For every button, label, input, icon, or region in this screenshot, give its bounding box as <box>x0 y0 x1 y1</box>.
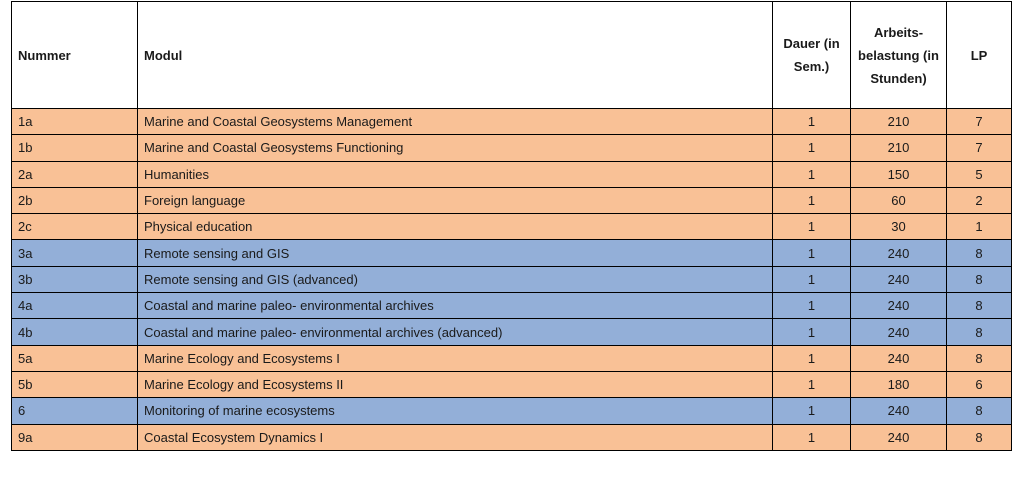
cell-lp: 7 <box>946 134 1012 162</box>
cell-nummer: 2c <box>11 213 138 241</box>
cell-dauer: 1 <box>772 397 851 425</box>
cell-dauer: 1 <box>772 344 851 372</box>
cell-dauer: 1 <box>772 186 851 215</box>
module-table: Nummer Modul Dauer (in Sem.) Arbeits-bel… <box>11 1 1012 451</box>
cell-modul: Marine Ecology and Ecosystems I <box>137 344 773 372</box>
cell-lp: 8 <box>946 292 1012 320</box>
cell-stunden: 150 <box>850 160 947 188</box>
cell-nummer: 1b <box>11 134 138 162</box>
cell-dauer: 1 <box>772 134 851 162</box>
cell-modul: Humanities <box>137 160 773 188</box>
cell-modul: Remote sensing and GIS <box>137 239 773 267</box>
cell-nummer: 5b <box>11 370 138 399</box>
cell-lp: 6 <box>946 370 1012 399</box>
cell-dauer: 1 <box>772 107 851 136</box>
cell-stunden: 240 <box>850 318 947 346</box>
cell-dauer: 1 <box>772 265 851 294</box>
cell-lp: 5 <box>946 160 1012 188</box>
cell-modul: Remote sensing and GIS (advanced) <box>137 265 773 294</box>
header-modul: Modul <box>137 1 773 109</box>
cell-modul: Coastal and marine paleo- environmental … <box>137 292 773 320</box>
header-arbeitsbelastung: Arbeits-belastung (in Stunden) <box>850 1 947 109</box>
cell-nummer: 1a <box>11 107 138 136</box>
cell-stunden: 30 <box>850 213 947 241</box>
cell-stunden: 240 <box>850 397 947 425</box>
cell-dauer: 1 <box>772 213 851 241</box>
cell-nummer: 6 <box>11 397 138 425</box>
cell-lp: 2 <box>946 186 1012 215</box>
cell-modul: Monitoring of marine ecosystems <box>137 397 773 425</box>
cell-modul: Coastal Ecosystem Dynamics I <box>137 423 773 451</box>
cell-dauer: 1 <box>772 318 851 346</box>
cell-stunden: 240 <box>850 265 947 294</box>
cell-dauer: 1 <box>772 239 851 267</box>
header-lp: LP <box>946 1 1012 109</box>
cell-lp: 8 <box>946 239 1012 267</box>
cell-nummer: 2b <box>11 186 138 215</box>
cell-nummer: 3b <box>11 265 138 294</box>
cell-lp: 7 <box>946 107 1012 136</box>
header-nummer: Nummer <box>11 1 138 109</box>
cell-stunden: 240 <box>850 239 947 267</box>
cell-stunden: 240 <box>850 344 947 372</box>
cell-nummer: 4b <box>11 318 138 346</box>
cell-lp: 8 <box>946 344 1012 372</box>
cell-dauer: 1 <box>772 370 851 399</box>
cell-dauer: 1 <box>772 292 851 320</box>
cell-stunden: 210 <box>850 134 947 162</box>
cell-dauer: 1 <box>772 423 851 451</box>
cell-stunden: 240 <box>850 423 947 451</box>
cell-stunden: 60 <box>850 186 947 215</box>
cell-nummer: 3a <box>11 239 138 267</box>
cell-lp: 8 <box>946 265 1012 294</box>
header-row: Nummer Modul Dauer (in Sem.) Arbeits-bel… <box>11 1 1012 109</box>
cell-lp: 8 <box>946 397 1012 425</box>
cell-lp: 8 <box>946 423 1012 451</box>
header-dauer: Dauer (in Sem.) <box>772 1 851 109</box>
cell-stunden: 240 <box>850 292 947 320</box>
cell-nummer: 2a <box>11 160 138 188</box>
cell-nummer: 5a <box>11 344 138 372</box>
cell-lp: 8 <box>946 318 1012 346</box>
cell-modul: Foreign language <box>137 186 773 215</box>
cell-modul: Marine and Coastal Geosystems Management <box>137 107 773 136</box>
cell-modul: Marine and Coastal Geosystems Functionin… <box>137 134 773 162</box>
cell-stunden: 210 <box>850 107 947 136</box>
cell-nummer: 9a <box>11 423 138 451</box>
cell-dauer: 1 <box>772 160 851 188</box>
cell-nummer: 4a <box>11 292 138 320</box>
cell-modul: Coastal and marine paleo- environmental … <box>137 318 773 346</box>
cell-modul: Marine Ecology and Ecosystems II <box>137 370 773 399</box>
cell-lp: 1 <box>946 213 1012 241</box>
cell-stunden: 180 <box>850 370 947 399</box>
cell-modul: Physical education <box>137 213 773 241</box>
